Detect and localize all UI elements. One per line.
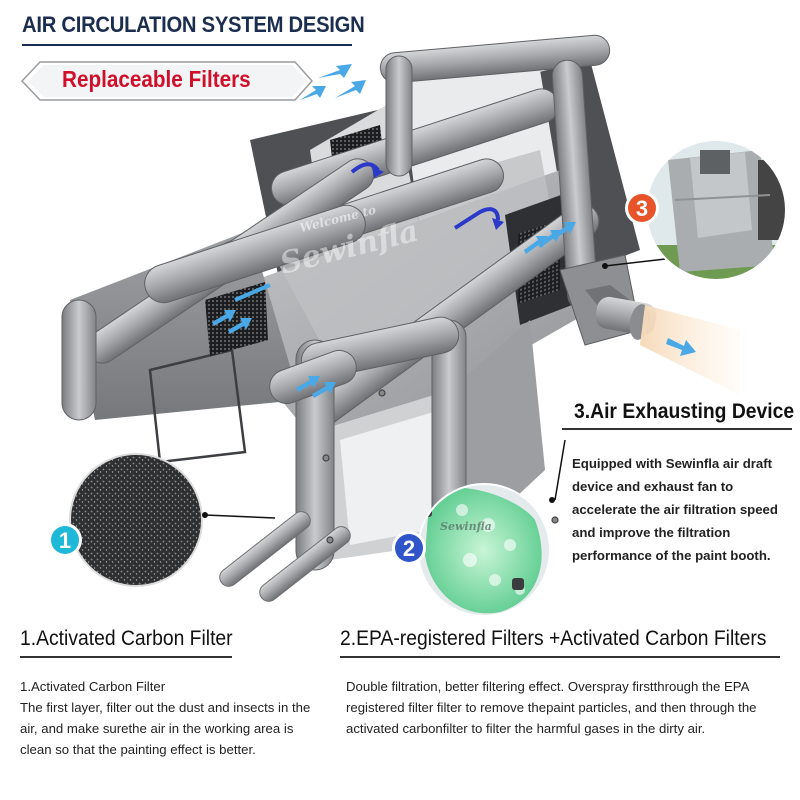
subtitle-label: Replaceable Filters: [62, 66, 251, 92]
title-underline: [22, 44, 352, 46]
subtitle-ribbon: [20, 61, 314, 101]
exhaust-device-photo: [645, 139, 787, 281]
badge-2-fill: [395, 534, 423, 562]
badge-1-number: 1: [59, 528, 71, 553]
badge-3: [625, 191, 659, 225]
badge-3-number: 3: [636, 196, 648, 221]
carbon-heading-underline: [20, 656, 232, 658]
carbon-description-text: The first layer, filter out the dust and…: [20, 700, 311, 757]
carbon-description-title: 1.Activated Carbon Filter: [20, 679, 166, 694]
badge-1-fill: [51, 526, 79, 554]
callout-line-1: [204, 514, 276, 519]
page-title: AIR CIRCULATION SYSTEM DESIGN: [22, 12, 365, 37]
carbon-heading: 1.Activated Carbon Filter: [20, 627, 233, 650]
exhaust-heading: 3.Air Exhausting Device: [574, 400, 795, 423]
exhaust-description: Equipped with Sewinfla air draft device …: [572, 456, 778, 563]
carbon-filter-photo: [69, 453, 203, 587]
exhaust-heading-underline: [562, 428, 792, 430]
title-airflow-arrows: [300, 64, 366, 100]
carbon-description: 1.Activated Carbon Filter The first laye…: [20, 676, 320, 760]
callout-line-2: [554, 439, 566, 501]
badge-1: [48, 523, 82, 557]
epa-heading-underline: [340, 656, 780, 658]
badge-2-number: 2: [403, 536, 415, 561]
epa-photo-watermark: Sewinfla: [440, 520, 492, 533]
epa-heading: 2.EPA-registered Filters +Activated Carb…: [340, 627, 767, 650]
badge-2: [392, 531, 426, 565]
badge-3-fill: [628, 194, 656, 222]
epa-description: Double filtration, better filtering effe…: [346, 679, 757, 736]
paint-booth-tent: Welcome to Sewinfla: [61, 34, 740, 602]
epa-filter-photo: Sewinfla: [417, 483, 551, 617]
